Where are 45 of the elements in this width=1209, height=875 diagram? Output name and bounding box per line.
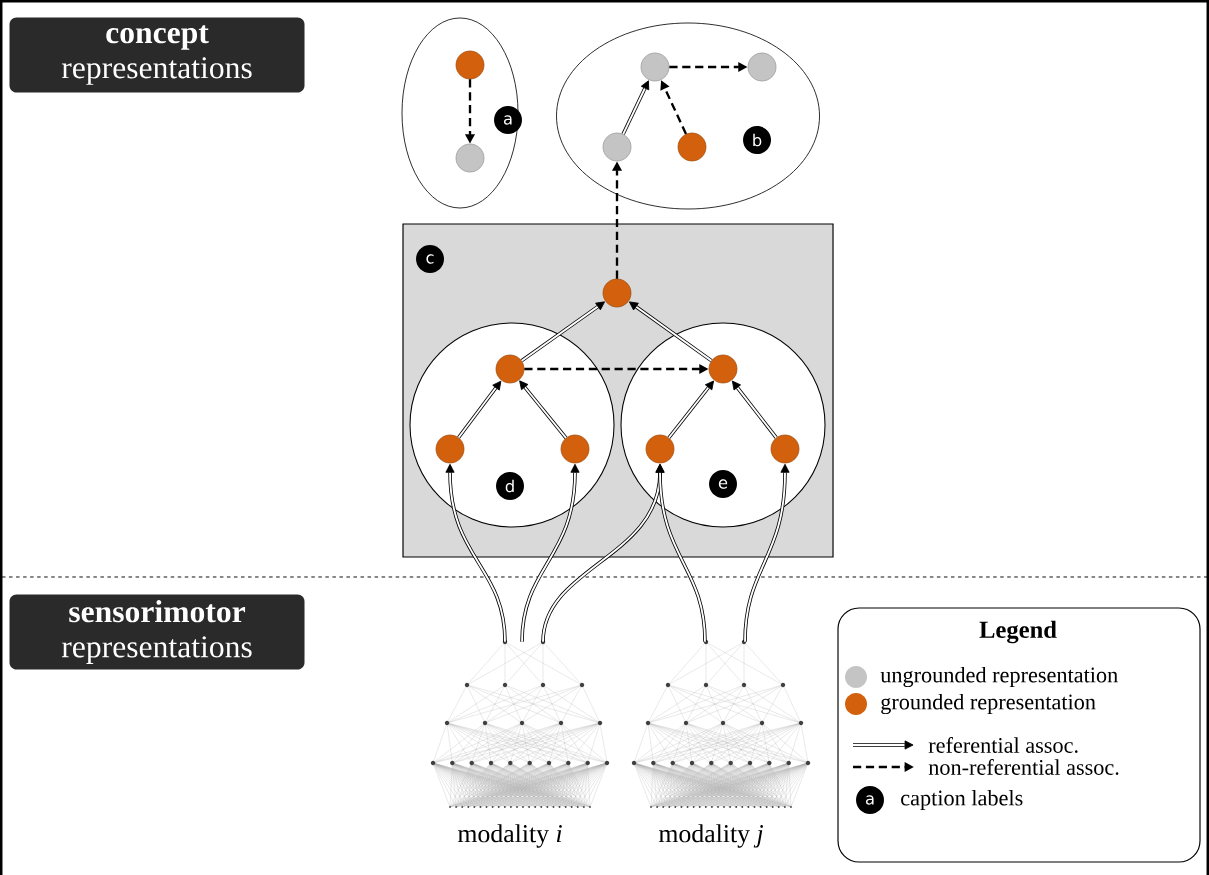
sphere xyxy=(677,132,707,162)
caption-badge: b xyxy=(743,126,771,154)
arrow xyxy=(621,80,650,135)
node-label: modality i xyxy=(457,824,562,848)
caption-badge: c xyxy=(416,245,444,273)
node-label: modalityj xyxy=(658,824,764,848)
arrow xyxy=(445,463,507,643)
legend-title: Legend xyxy=(979,620,1057,644)
sphere xyxy=(435,434,465,464)
legend-text: non-referential assoc. xyxy=(928,759,1119,775)
arrow xyxy=(520,301,605,363)
arrow xyxy=(743,463,790,643)
sphere xyxy=(770,434,800,464)
sphere xyxy=(747,52,777,82)
sphere xyxy=(640,52,670,82)
legend-text: caption labels xyxy=(901,789,1023,811)
sphere xyxy=(455,50,485,80)
caption-badge: a xyxy=(494,106,522,134)
arrow xyxy=(731,380,778,439)
sphere xyxy=(602,278,632,308)
sphere xyxy=(645,434,675,464)
sphere xyxy=(560,434,590,464)
legend-text: grounded representation xyxy=(881,693,1096,715)
circle-outline xyxy=(409,322,615,528)
circle-outline xyxy=(620,322,826,528)
legend-text: referential assoc. xyxy=(928,737,1078,753)
heading-box: sensorimotor representations xyxy=(9,594,305,670)
neural-network-drawing: modality i xyxy=(430,639,610,848)
arrow xyxy=(655,463,707,643)
ellipse-outline xyxy=(556,22,820,210)
arrow xyxy=(519,380,568,439)
sphere xyxy=(455,143,485,173)
heading-box: concept representations xyxy=(9,17,305,93)
sphere xyxy=(602,132,632,162)
caption-badge: a xyxy=(856,786,884,814)
caption-badge: d xyxy=(496,472,524,500)
sphere xyxy=(708,354,738,384)
neural-network-drawing: modalityj xyxy=(631,639,811,848)
sphere xyxy=(495,354,525,384)
caption-badge: e xyxy=(709,470,737,498)
arrow xyxy=(667,380,714,439)
arrow xyxy=(457,380,502,439)
legend-text: ungrounded representation xyxy=(880,666,1118,688)
arrow xyxy=(520,463,580,643)
arrow xyxy=(629,301,713,363)
